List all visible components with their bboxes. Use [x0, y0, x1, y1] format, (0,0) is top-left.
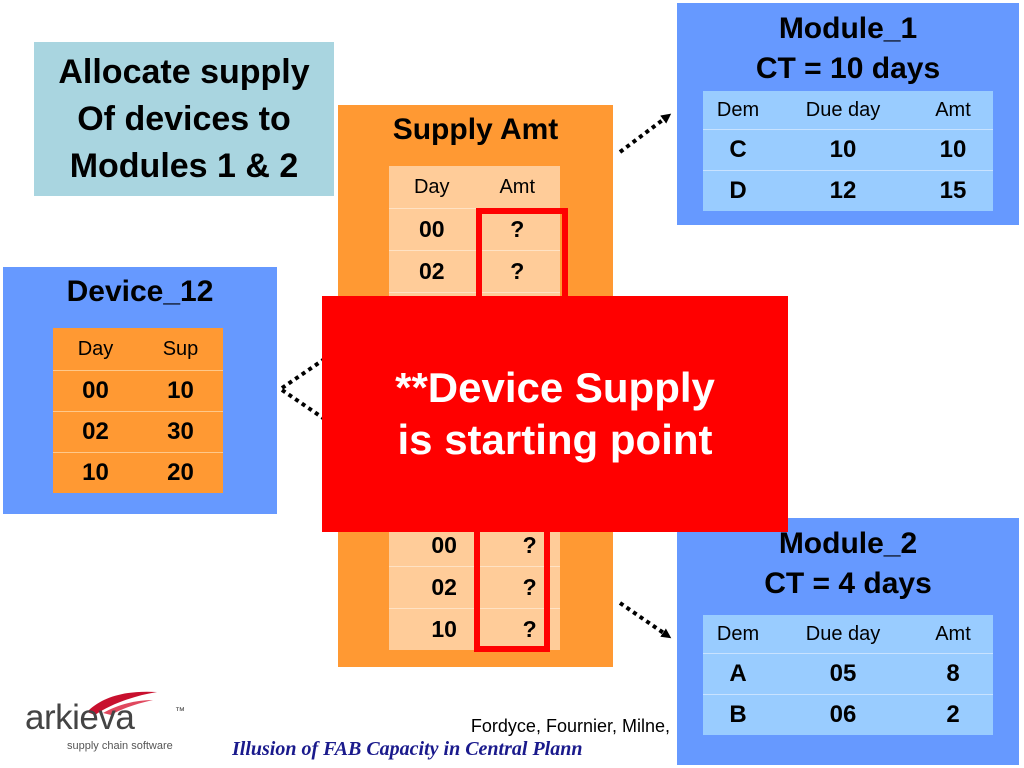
link-device-upper	[280, 356, 328, 390]
logo-trademark: ™	[175, 706, 185, 717]
module-header-amt: Amt	[913, 615, 993, 654]
table-cell: 30	[137, 411, 223, 453]
table-row: A 05 8	[703, 653, 993, 695]
arrow-to-module-2	[618, 601, 672, 639]
table-row: 10 ?	[389, 608, 560, 650]
module-header-due-day: Due day	[773, 615, 913, 654]
footer-authors: Fordyce, Fournier, Milne,	[470, 716, 670, 736]
logo-swoosh-icon	[87, 691, 157, 715]
module-2-name: Module_2	[778, 527, 918, 560]
title-line-2: Of devices to	[77, 99, 291, 138]
supply-header-amt: Amt	[474, 166, 560, 209]
logo-wordmark: arkieva	[25, 698, 135, 737]
table-cell: ?	[474, 250, 560, 293]
starting-point-callout: **Device Supply is starting point	[322, 296, 788, 532]
title-line-3: Modules 1 & 2	[69, 146, 299, 185]
module-2-title: Module_2 CT = 4 days	[677, 524, 1019, 604]
table-cell: 10	[53, 452, 138, 493]
device-table-header: Day Sup	[53, 328, 223, 371]
table-cell: B	[703, 694, 773, 735]
module-1-title: Module_1 CT = 10 days	[677, 9, 1019, 89]
supply-panel-title: Supply Amt	[392, 113, 559, 146]
module-header-due-day: Due day	[773, 91, 913, 130]
device-header-sup: Sup	[137, 328, 223, 371]
module-header-dem: Dem	[703, 91, 773, 130]
callout-line-2: is starting point	[397, 416, 713, 463]
table-cell: 15	[913, 170, 993, 211]
table-cell: C	[703, 129, 773, 171]
logo-tagline: supply chain software	[67, 740, 173, 752]
device-panel-title: Device_12	[66, 275, 214, 308]
callout-line-1: **Device Supply	[395, 364, 715, 411]
table-cell: 10	[773, 129, 913, 171]
table-cell: 02	[53, 411, 138, 453]
footer-title: Illusion of FAB Capacity in Central Plan…	[232, 738, 583, 760]
table-cell: 02	[389, 250, 475, 293]
table-row: 02 30	[53, 411, 223, 453]
table-cell: 10	[389, 608, 500, 650]
table-row: B 06 2	[703, 694, 993, 735]
table-cell: 2	[913, 694, 993, 735]
table-row: 10 20	[53, 452, 223, 493]
module-header-amt: Amt	[913, 91, 993, 130]
amt-highlight-bottom	[474, 524, 550, 652]
table-row: 00 ?	[389, 208, 560, 251]
title-box: Allocate supply Of devices to Modules 1 …	[34, 42, 334, 196]
table-cell: 10	[913, 129, 993, 171]
module-1-name: Module_1	[778, 12, 918, 45]
table-cell: 02	[389, 566, 500, 609]
table-row: 00 10	[53, 370, 223, 412]
device-table: Day Sup 00 10 02 30 10 20	[53, 328, 223, 493]
module-2-table-header: Dem Due day Amt	[703, 615, 993, 654]
table-row: 02 ?	[389, 250, 560, 293]
table-cell: 05	[773, 653, 913, 695]
module-1-table: Dem Due day Amt C 10 10 D 12 15	[703, 91, 993, 211]
table-cell: 00	[53, 370, 138, 412]
supply-table-header: Day Amt	[389, 166, 560, 209]
link-device-lower	[280, 388, 328, 422]
module-1-cycle-time: CT = 10 days	[755, 52, 941, 85]
table-cell: 06	[773, 694, 913, 735]
title-line-1: Allocate supply	[58, 52, 310, 91]
table-cell: 10	[137, 370, 223, 412]
table-cell: 00	[389, 208, 475, 251]
module-header-dem: Dem	[703, 615, 773, 654]
table-row: D 12 15	[703, 170, 993, 211]
module-2-table: Dem Due day Amt A 05 8 B 06 2	[703, 615, 993, 735]
table-cell: ?	[474, 208, 560, 251]
module-2-cycle-time: CT = 4 days	[764, 567, 932, 600]
table-cell: A	[703, 653, 773, 695]
table-cell: 20	[137, 452, 223, 493]
supply-header-day: Day	[389, 166, 475, 209]
table-row: C 10 10	[703, 129, 993, 171]
arrow-to-module-1	[618, 113, 672, 154]
arkieva-logo: arkieva ™ supply chain software	[25, 688, 195, 758]
table-cell: D	[703, 170, 773, 211]
table-cell: 8	[913, 653, 993, 695]
table-cell: 12	[773, 170, 913, 211]
module-1-table-header: Dem Due day Amt	[703, 91, 993, 130]
amt-highlight-top	[476, 208, 568, 304]
device-header-day: Day	[53, 328, 138, 371]
